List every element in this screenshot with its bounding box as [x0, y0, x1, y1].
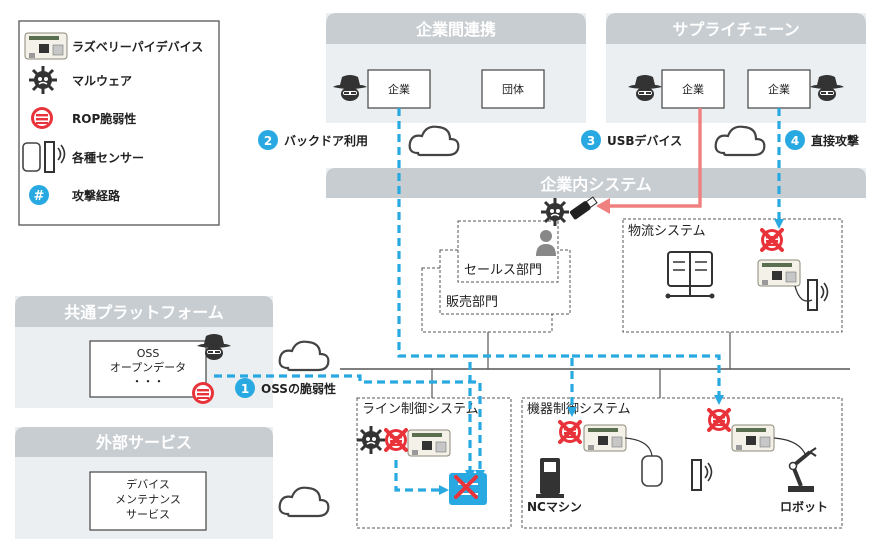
legend-label: マルウェア: [72, 74, 132, 88]
malware-icon: [355, 424, 387, 456]
legend-label: ラズベリーパイデバイス: [72, 39, 203, 54]
oss-box-line: OSS: [137, 347, 160, 360]
raspberry-pi-icon: [407, 429, 451, 457]
raspberry-pi-icon: [731, 424, 775, 452]
sales-dept-label: セールス部門: [464, 263, 542, 278]
attack-badge-number: 1: [241, 382, 249, 396]
cloud-icon: [714, 125, 766, 157]
logistics-zone: [622, 218, 843, 333]
line-control-label: ライン制御システム: [362, 402, 479, 417]
cloud-icon: [278, 486, 330, 518]
malware-icon: [539, 196, 571, 228]
raspberry-pi-icon: [757, 259, 801, 287]
attack-badge-number: 2: [264, 134, 272, 148]
attack-path-backdoor: [397, 108, 475, 480]
panel-supply-chain: [606, 13, 866, 123]
legend-label: ROP脆弱性: [72, 111, 136, 126]
nc-machine-label: NCマシン: [527, 500, 582, 514]
panel-title: サプライチェーン: [672, 20, 799, 39]
legend-malware-icon: [27, 64, 59, 96]
attack-label: USBデバイス: [607, 133, 682, 148]
attack-path-oss-branch: [394, 460, 449, 495]
cloud-icon: [408, 125, 460, 157]
attack-path-usb-arrowhead: [596, 198, 610, 214]
robot-label: ロボット: [780, 499, 828, 514]
company-box-label: 企業: [388, 82, 410, 96]
retail-dept-label: 販売部門: [446, 294, 498, 310]
company-box-label: 企業: [768, 82, 790, 96]
attack-label: バックドア利用: [284, 133, 368, 148]
maintenance-box-line: デバイス: [126, 477, 170, 491]
legend-rop-vulnerability-icon: [31, 107, 53, 129]
legend-raspberry-pi-icon: [24, 32, 68, 60]
attack-badge-number: 4: [791, 134, 799, 148]
equipment-control-zone: [521, 397, 843, 529]
legend-hash-glyph: #: [34, 189, 45, 204]
robot-arm-icon: [788, 447, 817, 492]
oss-box-line: ・・・: [132, 375, 165, 388]
attack-path-oss: [214, 374, 485, 480]
server-icon: [665, 251, 715, 299]
person-icon: [536, 230, 556, 256]
legend-label: 各種センサー: [71, 150, 144, 165]
cloud-icon: [278, 340, 330, 372]
attack-badge-number: 3: [587, 134, 595, 148]
rop-vulnerability-icon: [192, 382, 214, 404]
legend-sensor-icon: [22, 141, 66, 173]
company-box-label: 企業: [682, 82, 704, 96]
maintenance-box-line: メンテナンス: [115, 493, 181, 506]
nc-machine-icon: [536, 458, 564, 498]
organization-box: [481, 69, 545, 109]
attack-path-usb: [608, 108, 702, 208]
smart-speaker-icon: [641, 455, 663, 487]
oss-box-line: オープンデータ: [110, 360, 186, 374]
attack-label: OSSの脆弱性: [261, 381, 336, 396]
company-box: [661, 69, 725, 109]
attack-path-backdoor-branch: [572, 354, 724, 405]
legend-label: 攻撃経路: [72, 188, 121, 203]
logistics-label: 物流システム: [628, 224, 706, 239]
panel-title: 企業内システム: [539, 175, 652, 194]
panel-title: 外部サービス: [95, 433, 192, 452]
line-control-zone: [356, 397, 512, 529]
panel-title: 企業間連携: [415, 20, 496, 39]
attack-label: 直接攻撃: [811, 133, 859, 148]
organization-box-label: 団体: [502, 82, 524, 96]
panel-title: 共通プラットフォーム: [64, 303, 224, 322]
maintenance-box-line: サービス: [126, 508, 170, 521]
equipment-control-label: 機器制御システム: [527, 402, 631, 417]
attack-path-backdoor-branch: [470, 354, 577, 417]
maintenance-box: [89, 471, 207, 531]
oss-box: [89, 340, 207, 398]
raspberry-pi-icon: [583, 424, 627, 452]
company-box: [747, 69, 811, 109]
usb-icon: [569, 196, 598, 220]
company-box: [367, 69, 431, 109]
